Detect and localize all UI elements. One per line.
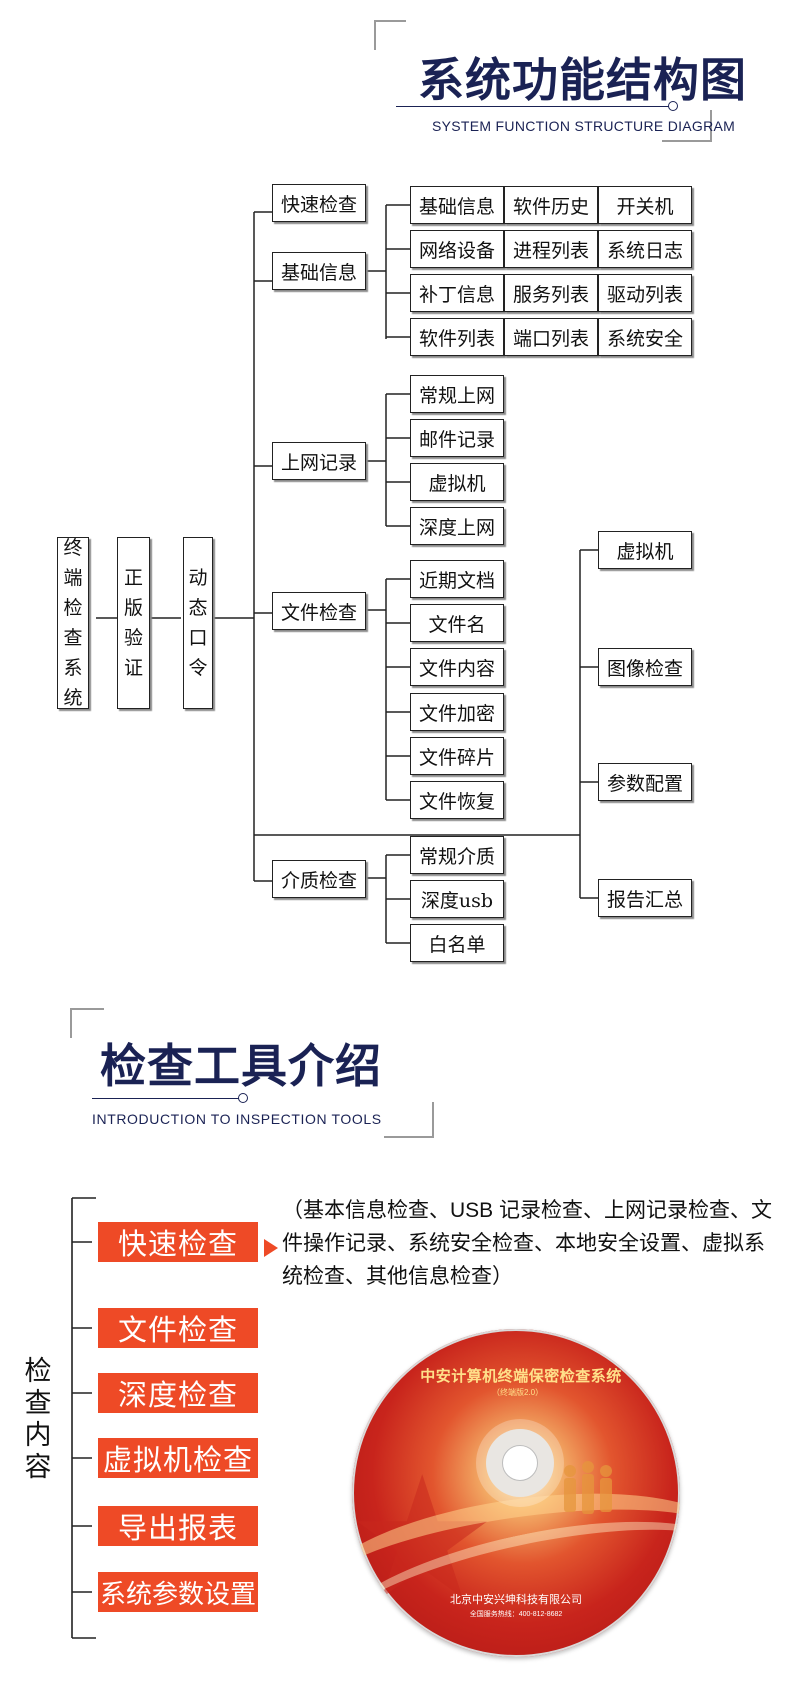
diagram-connectors (96, 204, 598, 944)
node-file-2: 文件名 (410, 604, 504, 642)
node-verify: 正版验证 (117, 537, 150, 709)
header-line (396, 106, 670, 107)
node-basic-6: 系统日志 (598, 230, 692, 268)
node-right-2: 图像检查 (598, 648, 692, 686)
node-branch-file: 文件检查 (272, 592, 366, 630)
node-file-3: 文件内容 (410, 648, 504, 686)
header2-line (92, 1098, 242, 1099)
node-branch-basic: 基础信息 (272, 252, 366, 290)
node-file-1: 近期文档 (410, 560, 504, 598)
node-root-label: 终端检查系统 (63, 537, 83, 709)
node-web-4: 深度上网 (410, 507, 504, 545)
tool-deep-check: 深度检查 (98, 1373, 258, 1413)
header2-corner-bottom (384, 1102, 434, 1138)
node-root: 终端检查系统 (57, 537, 89, 709)
node-verify-label: 正版验证 (123, 567, 143, 679)
tools-vertical-label: 检查内容 (24, 1356, 52, 1482)
header2-corner-top (70, 1008, 104, 1038)
disc-hotline: 全国服务热线：400-812-8682 (469, 1611, 563, 1618)
node-branch-media: 介质检查 (272, 860, 366, 898)
node-file-4: 文件加密 (410, 693, 504, 731)
header-corner-top (374, 20, 406, 50)
node-right-1: 虚拟机 (598, 531, 692, 569)
node-basic-3: 开关机 (598, 186, 692, 224)
node-basic-10: 软件列表 (410, 318, 504, 356)
tool-vm-check: 虚拟机检查 (98, 1438, 258, 1478)
node-right-3: 参数配置 (598, 763, 692, 801)
disc-version: （终端版2.0） (492, 1388, 544, 1397)
quick-check-description: （基本信息检查、USB 记录检查、上网记录检查、文件操作记录、系统安全检查、本地… (282, 1199, 773, 1288)
node-token: 动态口令 (183, 537, 213, 709)
product-disc: ★ 中安计算机终端保密检查系统 （终端版2.0） 北京中安兴坤科技有限公司 全国… (352, 1329, 680, 1657)
header-line-dot (668, 101, 678, 111)
star-icon: ★ (352, 1440, 499, 1638)
node-basic-12: 系统安全 (598, 318, 692, 356)
disc-hole (502, 1445, 538, 1481)
disc-company: 北京中安兴坤科技有限公司 (450, 1594, 582, 1606)
tool-quick-check: 快速检查 (98, 1222, 258, 1262)
node-basic-4: 网络设备 (410, 230, 504, 268)
section-subtitle: INTRODUCTION TO INSPECTION TOOLS (92, 1111, 382, 1127)
node-basic-11: 端口列表 (504, 318, 598, 356)
node-basic-9: 驱动列表 (598, 274, 692, 312)
node-branch-quick: 快速检查 (272, 184, 366, 222)
header-corner-bottom (662, 110, 712, 142)
header2-line-dot (238, 1093, 248, 1103)
node-basic-2: 软件历史 (504, 186, 598, 224)
node-basic-1: 基础信息 (410, 186, 504, 224)
node-web-2: 邮件记录 (410, 419, 504, 457)
node-branch-web: 上网记录 (272, 442, 366, 480)
node-file-5: 文件碎片 (410, 737, 504, 775)
page-subtitle: SYSTEM FUNCTION STRUCTURE DIAGRAM (432, 118, 736, 134)
soldiers-silhouette-icon (564, 1461, 612, 1514)
node-media-3: 白名单 (410, 924, 504, 962)
node-web-1: 常规上网 (410, 375, 504, 413)
function-structure-diagram: 终端检查系统 正版验证 动态口令 快速检查 基础信息 上网记录 文件检查 介质检… (57, 184, 692, 962)
section-title: 检查工具介绍 (100, 1039, 382, 1093)
tool-system-settings: 系统参数设置 (98, 1572, 258, 1612)
disc-title: 中安计算机终端保密检查系统 (420, 1368, 622, 1385)
tool-file-check: 文件检查 (98, 1308, 258, 1348)
triangle-arrow-icon (264, 1239, 278, 1257)
node-basic-5: 进程列表 (504, 230, 598, 268)
node-media-2: 深度usb (410, 880, 504, 918)
node-file-6: 文件恢复 (410, 781, 504, 819)
node-token-label: 动态口令 (188, 567, 208, 679)
node-media-1: 常规介质 (410, 836, 504, 874)
tool-export-report: 导出报表 (98, 1506, 258, 1546)
page-title: 系统功能结构图 (418, 53, 747, 107)
node-right-4: 报告汇总 (598, 879, 692, 917)
node-basic-8: 服务列表 (504, 274, 598, 312)
node-web-3: 虚拟机 (410, 463, 504, 501)
node-basic-7: 补丁信息 (410, 274, 504, 312)
